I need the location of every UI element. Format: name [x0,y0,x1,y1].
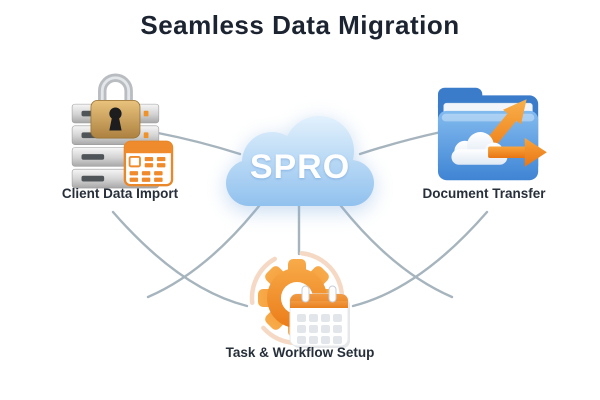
central-cloud-node: SPRO [222,112,378,208]
connector-ray-right [339,204,454,299]
arc-client-to-task [111,210,249,308]
cloud-icon [226,116,374,206]
connector-cloud-to-client [156,131,242,156]
node-label-document-transfer: Document Transfer [422,186,546,201]
dashed-arc-ring [249,250,345,346]
arc-document-to-task [351,210,489,308]
right-arrow-icon [488,137,547,167]
connector-ray-left [146,204,261,299]
lock-icon [90,73,141,139]
node-label-client-data-import: Client Data Import [61,186,179,201]
gear-calendar-icon [249,250,350,348]
connector-cloud-to-document [358,130,443,156]
folder-transfer-icon [437,87,547,181]
diagram-title: Seamless Data Migration [140,10,460,40]
cloud-label: SPRO [249,148,351,186]
calendar-icon [289,285,350,348]
mini-calendar-icon [123,140,174,187]
node-label-task-workflow-setup: Task & Workflow Setup [225,345,375,360]
secure-server-icon [71,73,174,189]
